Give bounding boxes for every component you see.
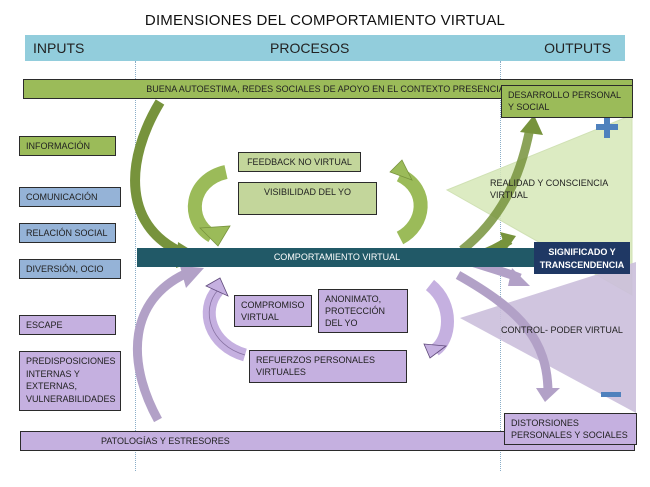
negative-cycle-arrow-right-head: [423, 343, 448, 359]
bottom-bar-patologias: PATOLOGÍAS Y ESTRESORES: [20, 431, 635, 451]
positive-cycle-arrow-right-head: [389, 159, 413, 181]
process-refuerzos-personales: REFUERZOS PERSONALES VIRTUALES: [249, 350, 407, 383]
divider-inputs-procesos: [135, 61, 136, 471]
purple-arrow-right-head: [508, 268, 530, 286]
green-arrow-right-head: [500, 232, 516, 250]
positive-cycle-arrow-left-head: [199, 225, 231, 247]
negative-cycle-arrow-right: [425, 279, 454, 356]
output-significado-transcendencia: SIGNIFICADO Y TRANSCENDENCIA: [534, 242, 630, 274]
purple-arrow-down: [455, 271, 553, 394]
plus-icon: [596, 116, 618, 138]
input-diversion-ocio: DIVERSIÓN, OCIO: [19, 259, 121, 279]
purple-arrow-left-head: [180, 266, 204, 288]
process-anonimato: ANONIMATO, PROTECCIÓN DEL YO: [318, 289, 408, 333]
purple-arrow-down-head: [536, 388, 560, 402]
green-arrow-up: [459, 127, 535, 254]
output-distorsiones: DISTORSIONES PERSONALES Y SOCIALES: [504, 413, 637, 445]
header-procesos: PROCESOS: [270, 40, 350, 56]
input-escape: ESCAPE: [19, 315, 116, 335]
negative-triangle: [460, 262, 636, 413]
process-visibilidad-del-yo: VISIBILIDAD DEL YO: [238, 182, 377, 215]
output-desarrollo-personal: DESARROLLO PERSONAL Y SOCIAL: [501, 85, 633, 118]
input-predisposiciones: PREDISPOSICIONES INTERNAS Y EXTERNAS, VU…: [19, 351, 121, 411]
header-outputs: OUTPUTS: [544, 40, 611, 56]
positive-cycle-arrow-right: [396, 168, 428, 245]
header-band: INPUTS PROCESOS OUTPUTS: [25, 35, 625, 61]
header-inputs: INPUTS: [33, 40, 85, 56]
negative-cycle-arrow-left-head: [205, 277, 229, 297]
process-feedback-no-virtual: FEEDBACK NO VIRTUAL: [238, 152, 361, 172]
input-informacion: INFORMACIÓN: [19, 136, 116, 156]
green-arrow-up-head: [520, 115, 543, 135]
input-comunicacion: COMUNICACIÓN: [19, 187, 121, 207]
input-relacion-social: RELACIÓN SOCIAL: [19, 223, 116, 243]
green-arrow-left: [130, 99, 192, 261]
process-comportamiento-virtual: COMPORTAMIENTO VIRTUAL: [137, 248, 537, 267]
process-compromiso-virtual: COMPROMISO VIRTUAL: [234, 295, 312, 327]
minus-icon: [601, 392, 621, 397]
output-realidad-consciencia: REALIDAD Y CONSCIENCIA VIRTUAL: [490, 178, 608, 200]
purple-arrow-left: [132, 269, 188, 423]
diagram-title: DIMENSIONES DEL COMPORTAMIENTO VIRTUAL: [144, 12, 506, 29]
output-control-poder: CONTROL- PODER VIRTUAL: [501, 325, 623, 335]
